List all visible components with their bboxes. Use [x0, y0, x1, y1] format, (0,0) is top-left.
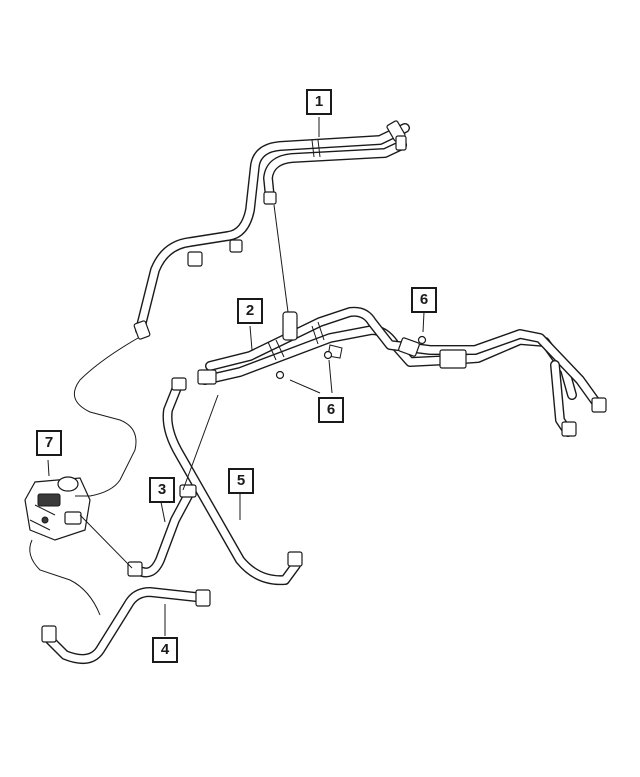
callout-3: 3 — [149, 477, 175, 503]
hose-1 — [133, 120, 410, 340]
callout-6-upper: 6 — [411, 287, 437, 313]
hose-2 — [197, 306, 607, 437]
fasteners — [275, 335, 427, 380]
callout-4: 4 — [152, 637, 178, 663]
hose-3 — [127, 484, 197, 578]
pump-7 — [24, 476, 91, 541]
callout-7: 7 — [36, 430, 62, 456]
callout-6-lower: 6 — [318, 397, 344, 423]
callout-1: 1 — [306, 89, 332, 115]
callout-5: 5 — [228, 468, 254, 494]
callout-2: 2 — [237, 298, 263, 324]
leader-lines — [47, 117, 425, 636]
routing-lines — [29, 337, 219, 616]
hose-5 — [162, 377, 303, 586]
hose-4 — [41, 587, 211, 664]
